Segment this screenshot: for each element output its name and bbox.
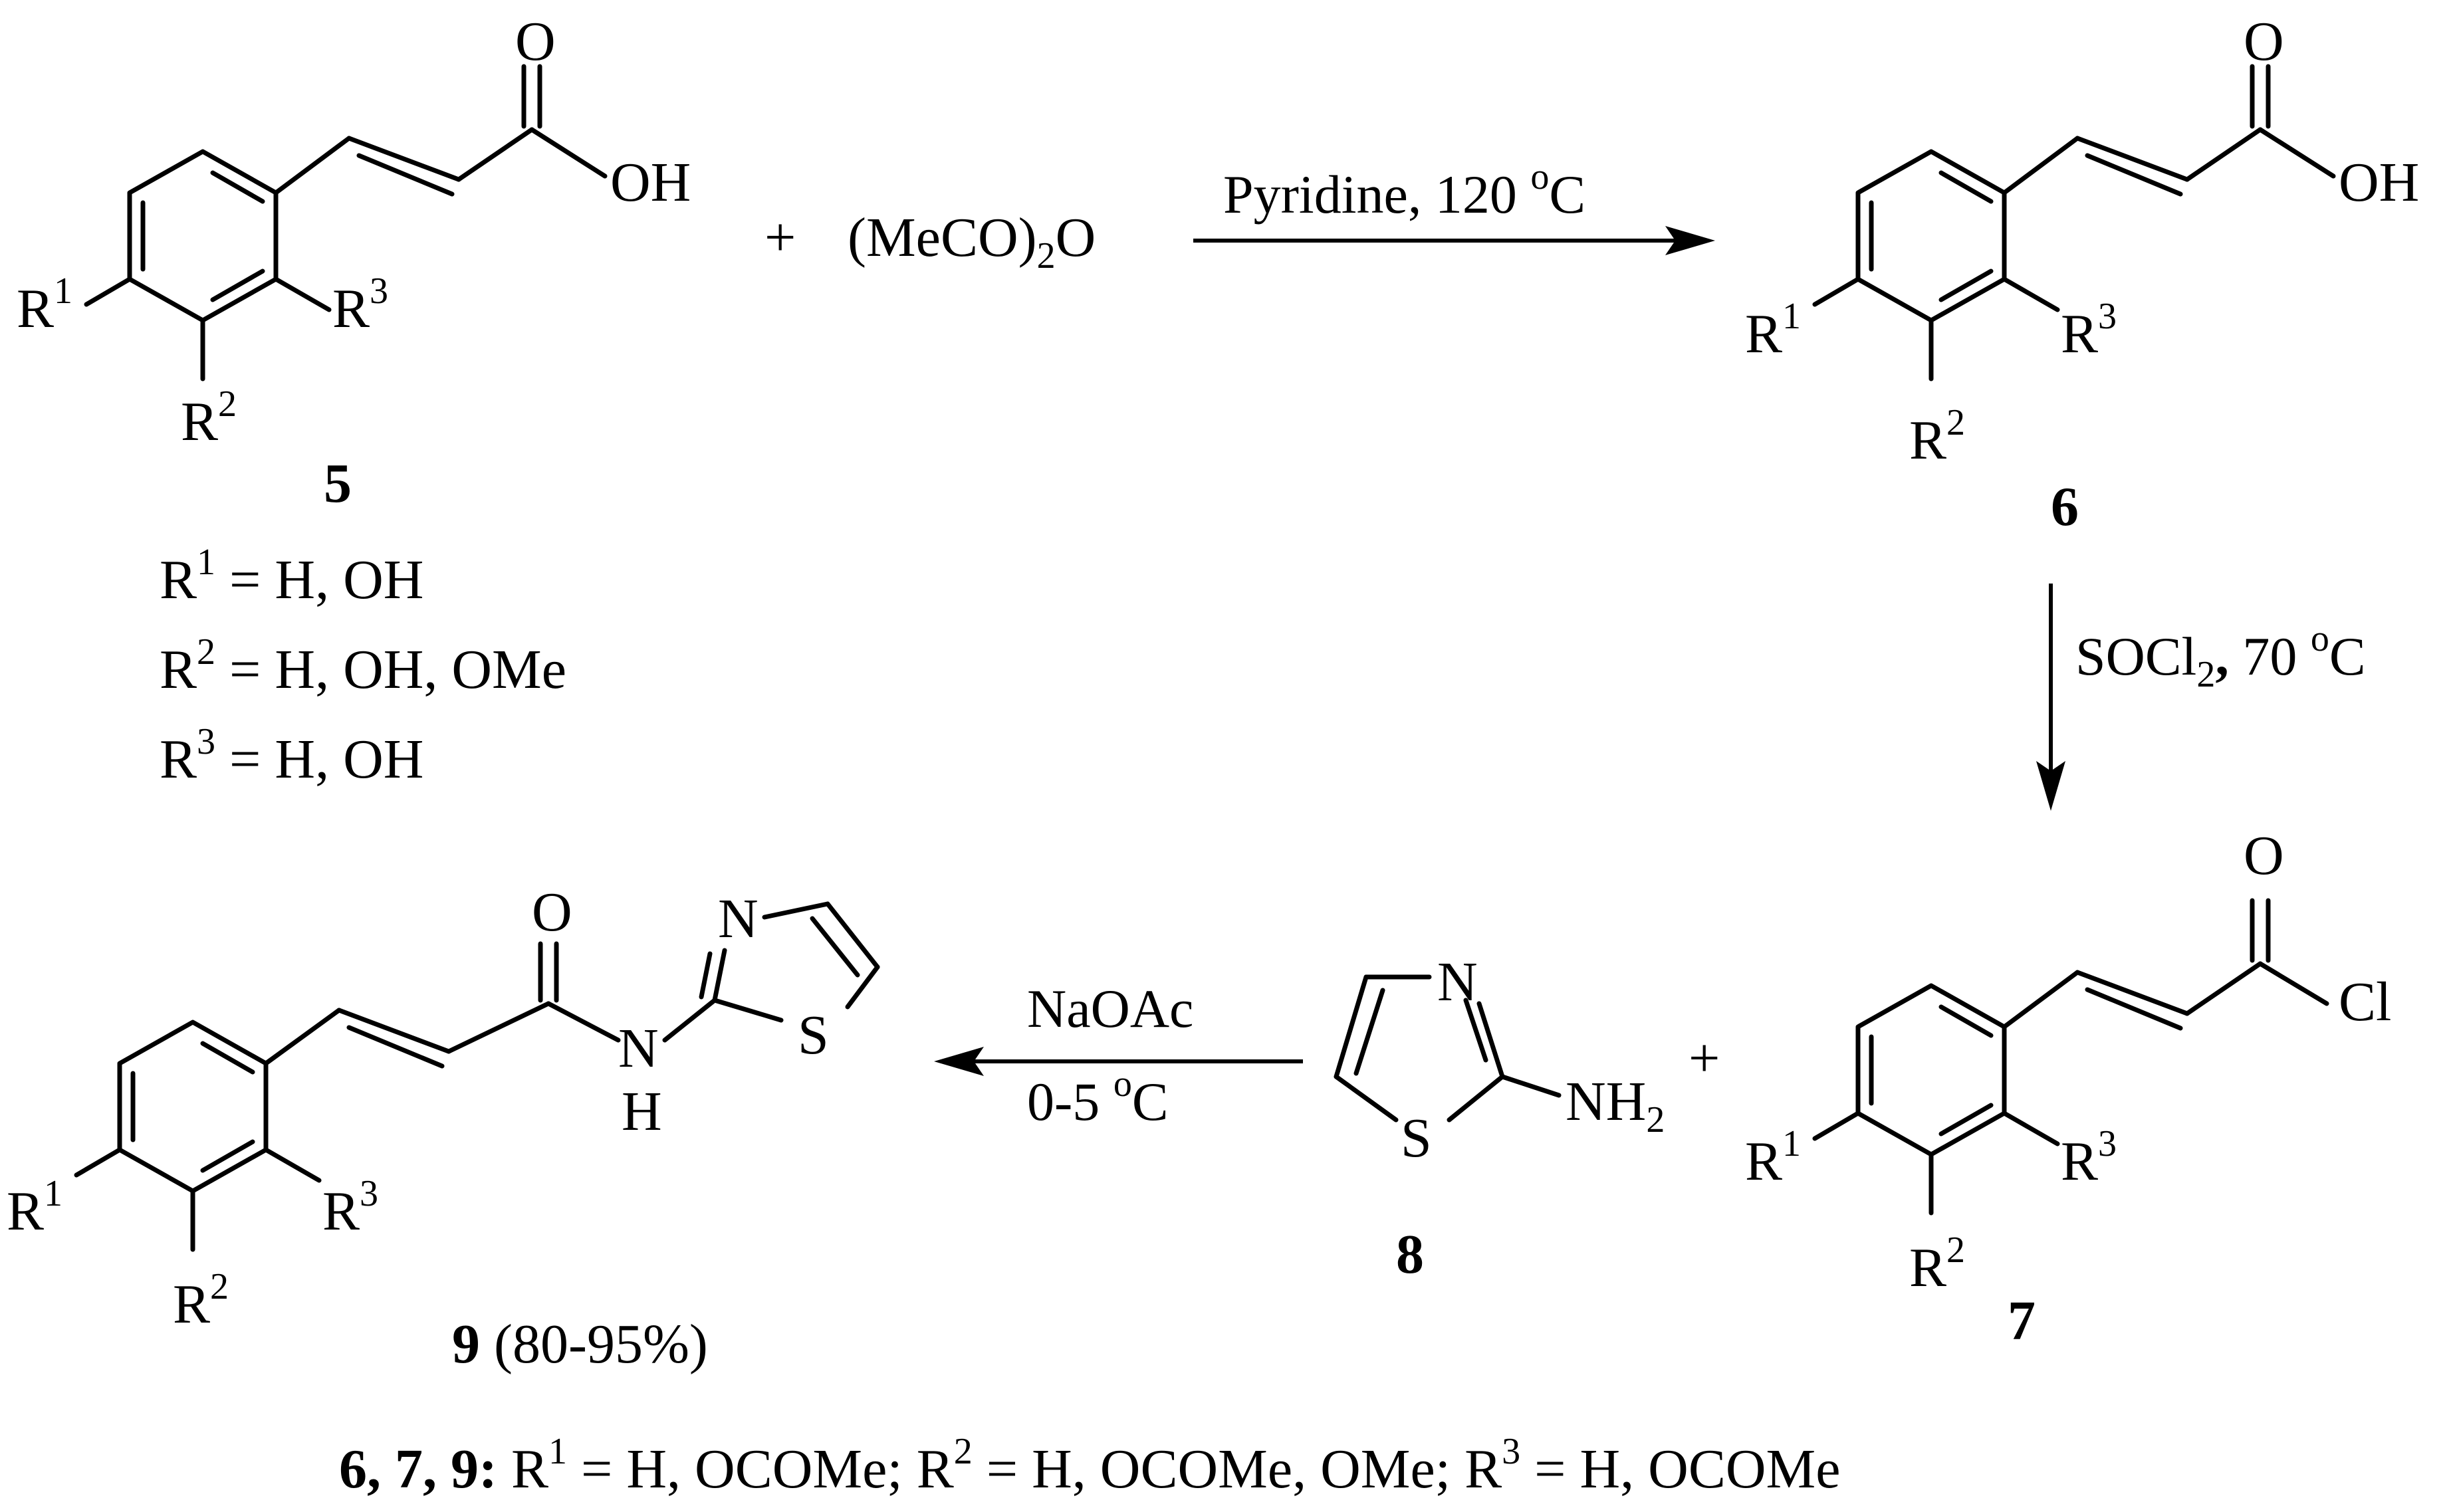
c7-r2-label: R2 bbox=[1909, 1230, 1965, 1299]
plus-sign-2: + bbox=[1689, 1027, 1720, 1089]
c7-r3-label: R3 bbox=[2061, 1123, 2117, 1192]
c9-r2-label: R2 bbox=[173, 1266, 229, 1335]
reagent-acetic-anhydride: (MeCO)2O bbox=[848, 207, 1096, 276]
c5-hydroxyl: OH bbox=[610, 152, 691, 213]
c5-carbonyl-o: O bbox=[515, 11, 556, 72]
arrow-3-reagent: NaOAc bbox=[1027, 978, 1193, 1039]
c6-r2-label: R2 bbox=[1909, 402, 1965, 471]
compound-9-label: 9 (80-95%) bbox=[452, 1313, 708, 1375]
c8-ring-n: N bbox=[1437, 951, 1478, 1013]
c5-r1-label: R1 bbox=[17, 270, 72, 340]
compound-8-structure bbox=[1334, 974, 1562, 1123]
c6-hydroxyl: OH bbox=[2339, 152, 2419, 213]
c9-ring-n: N bbox=[718, 888, 759, 950]
c5-subst-r1: R1 = H, OH bbox=[160, 542, 423, 611]
c7-chloride: Cl bbox=[2339, 971, 2391, 1033]
c7-carbonyl-o: O bbox=[2244, 825, 2284, 887]
arrow-3-temperature: 0-5 oC bbox=[1027, 1063, 1169, 1132]
arrow-1-conditions: Pyridine, 120 oC bbox=[1223, 156, 1585, 225]
c8-ring-s: S bbox=[1401, 1107, 1432, 1169]
compound-9-structure bbox=[74, 901, 880, 1252]
plus-sign-1: + bbox=[764, 207, 796, 269]
compound-7-structure bbox=[1812, 898, 2329, 1216]
c5-r3-label: R3 bbox=[332, 270, 388, 340]
reaction-arrow-1 bbox=[1193, 226, 1715, 255]
c9-carbonyl-o: O bbox=[532, 881, 572, 943]
c5-r2-label: R2 bbox=[181, 383, 237, 453]
compound-5-structure bbox=[84, 64, 608, 381]
reaction-arrow-2 bbox=[2036, 584, 2065, 811]
c9-amide-n: N bbox=[618, 1018, 659, 1079]
c8-amine: NH2 bbox=[1566, 1071, 1665, 1140]
arrow-2-conditions: SOCl2, 70 oC bbox=[2075, 618, 2366, 695]
compound-8-label: 8 bbox=[1396, 1224, 1424, 1285]
c9-r1-label: R1 bbox=[7, 1173, 62, 1242]
c9-ring-s: S bbox=[798, 1004, 829, 1066]
c5-subst-r2: R2 = H, OH, OMe bbox=[160, 631, 566, 701]
c7-r1-label: R1 bbox=[1745, 1123, 1801, 1192]
compound-6-structure bbox=[1812, 64, 2336, 381]
reaction-arrow-3 bbox=[934, 1047, 1303, 1076]
c6-r3-label: R3 bbox=[2061, 296, 2117, 365]
compound-7-label: 7 bbox=[2008, 1290, 2036, 1352]
c9-r3-label: R3 bbox=[322, 1173, 378, 1242]
compound-6-label: 6 bbox=[2051, 476, 2079, 538]
c9-amide-h: H bbox=[622, 1081, 662, 1142]
compound-5-label: 5 bbox=[324, 453, 352, 514]
substituent-footnote: 6, 7, 9: R1 = H, OCOMe; R2 = H, OCOMe, O… bbox=[339, 1431, 1840, 1500]
c6-r1-label: R1 bbox=[1745, 296, 1801, 365]
c5-subst-r3: R3 = H, OH bbox=[160, 721, 423, 790]
c6-carbonyl-o: O bbox=[2244, 11, 2284, 72]
